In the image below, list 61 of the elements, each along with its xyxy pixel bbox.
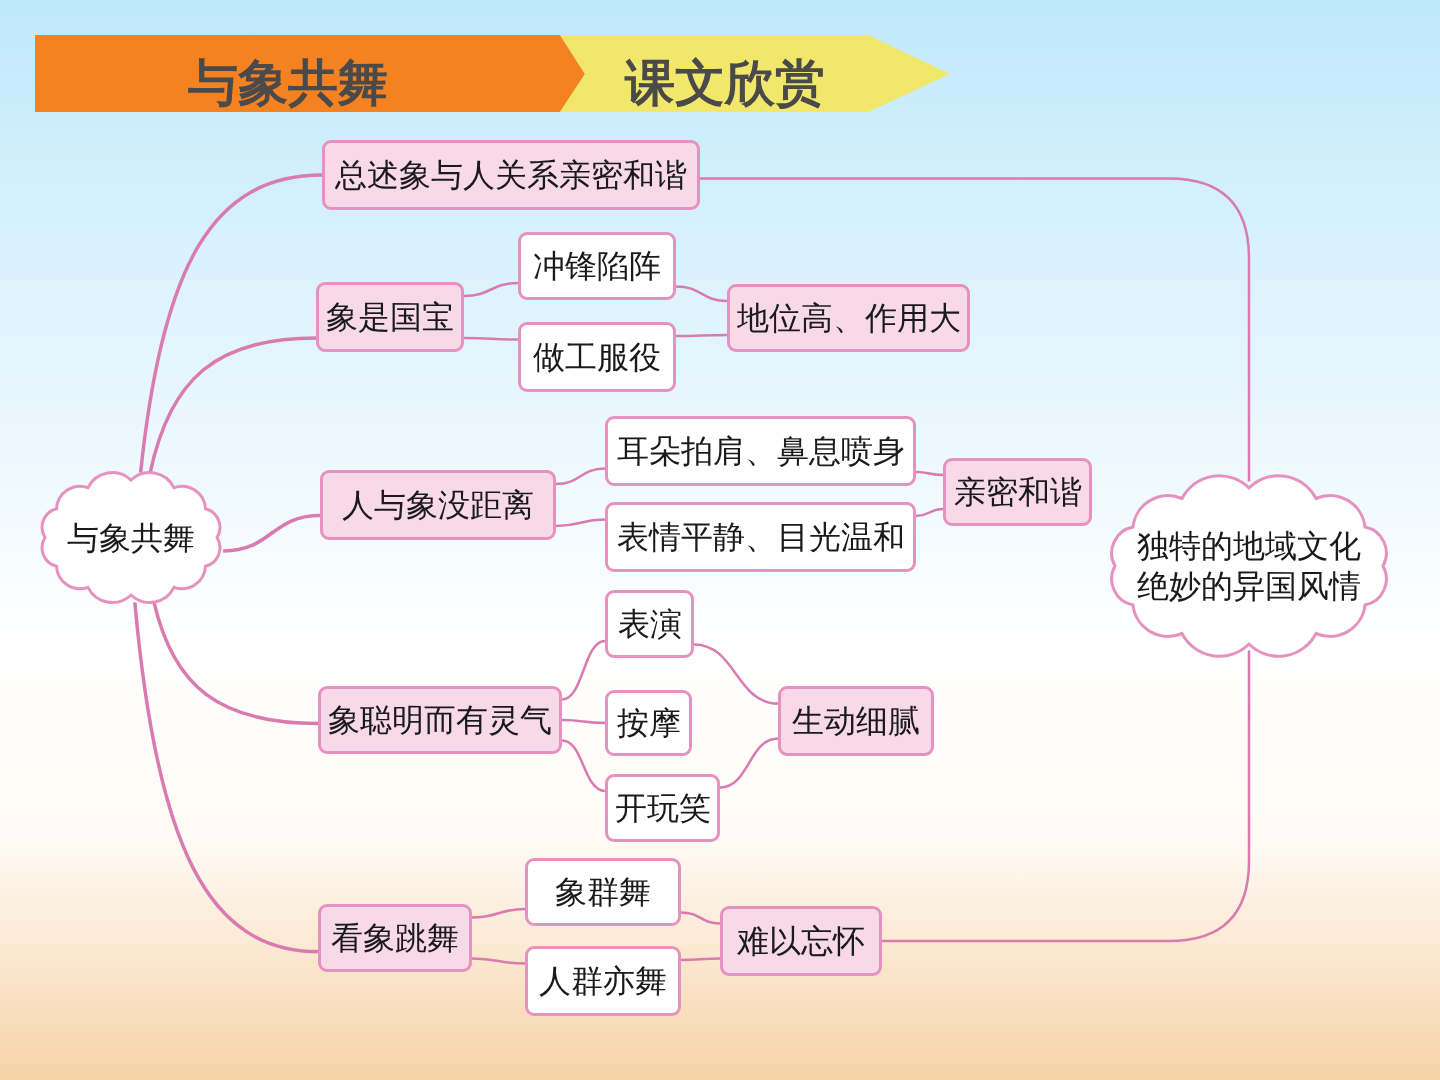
topic-box	[518, 322, 676, 392]
topic-box	[316, 282, 464, 352]
node-text: 表情平静、目光温和	[616, 518, 905, 557]
topic-box	[518, 232, 676, 300]
connector-line	[693, 643, 779, 705]
topic-box	[525, 858, 681, 926]
connector-line	[675, 285, 728, 303]
section-heading: 课文欣赏	[625, 53, 825, 114]
topic-box	[605, 502, 916, 572]
connector-line	[915, 507, 944, 518]
connector-line	[680, 911, 721, 925]
topic-box	[605, 590, 694, 658]
connector-line	[915, 470, 944, 477]
topic-box	[318, 904, 472, 972]
node-text: 总述象与人关系亲密和谐	[335, 156, 687, 195]
topic-box	[778, 686, 934, 756]
connector-line	[719, 737, 779, 789]
connector-line	[562, 718, 605, 725]
connector-line	[676, 333, 727, 338]
node-text: 象是国宝	[326, 298, 454, 337]
connector-line	[471, 957, 526, 965]
node-text: 亲密和谐	[953, 473, 1082, 512]
connector-line	[555, 467, 606, 486]
node-text: 难以忘怀	[737, 922, 865, 961]
node-text: 象群舞	[555, 873, 651, 912]
connector-line	[133, 602, 319, 954]
topic-box	[605, 690, 692, 756]
topic-box	[318, 686, 562, 754]
connector-line	[152, 601, 319, 726]
topic-box	[322, 140, 700, 210]
connector-line	[463, 281, 519, 298]
topic-box	[720, 906, 882, 976]
topic-box	[605, 416, 916, 486]
topic-box	[320, 470, 556, 540]
node-text: 人与象没距离	[342, 486, 534, 525]
node-text: 表演	[617, 605, 682, 644]
node-text: 耳朵拍肩、鼻息喷身	[616, 432, 905, 471]
node-text: 看象跳舞	[331, 919, 459, 958]
node-text: 象聪明而有灵气	[328, 701, 552, 740]
connector-line	[223, 513, 321, 553]
topic-box	[605, 774, 720, 842]
topic-box	[525, 946, 681, 1016]
node-text: 生动细腻	[792, 702, 920, 741]
connector-line	[561, 639, 606, 701]
connector-line	[464, 336, 518, 341]
connector-line	[471, 907, 526, 919]
node-text: 按摩	[616, 704, 681, 743]
node-text: 开玩笑	[614, 789, 711, 828]
connector-line	[138, 173, 323, 473]
page-title: 与象共舞	[188, 53, 388, 114]
node-text: 冲锋陷阵	[533, 247, 661, 286]
topic-box	[727, 284, 970, 352]
node-text: 与象共舞	[67, 518, 195, 558]
connector-line	[561, 739, 606, 793]
node-text: 地位高、作用大	[736, 299, 961, 338]
topic-box	[943, 458, 1092, 526]
connector-line	[681, 957, 720, 962]
node-text: 人群亦舞	[539, 962, 667, 1001]
connector-line	[148, 336, 317, 474]
connector-line	[555, 518, 606, 528]
node-text: 做工服役	[533, 338, 661, 377]
